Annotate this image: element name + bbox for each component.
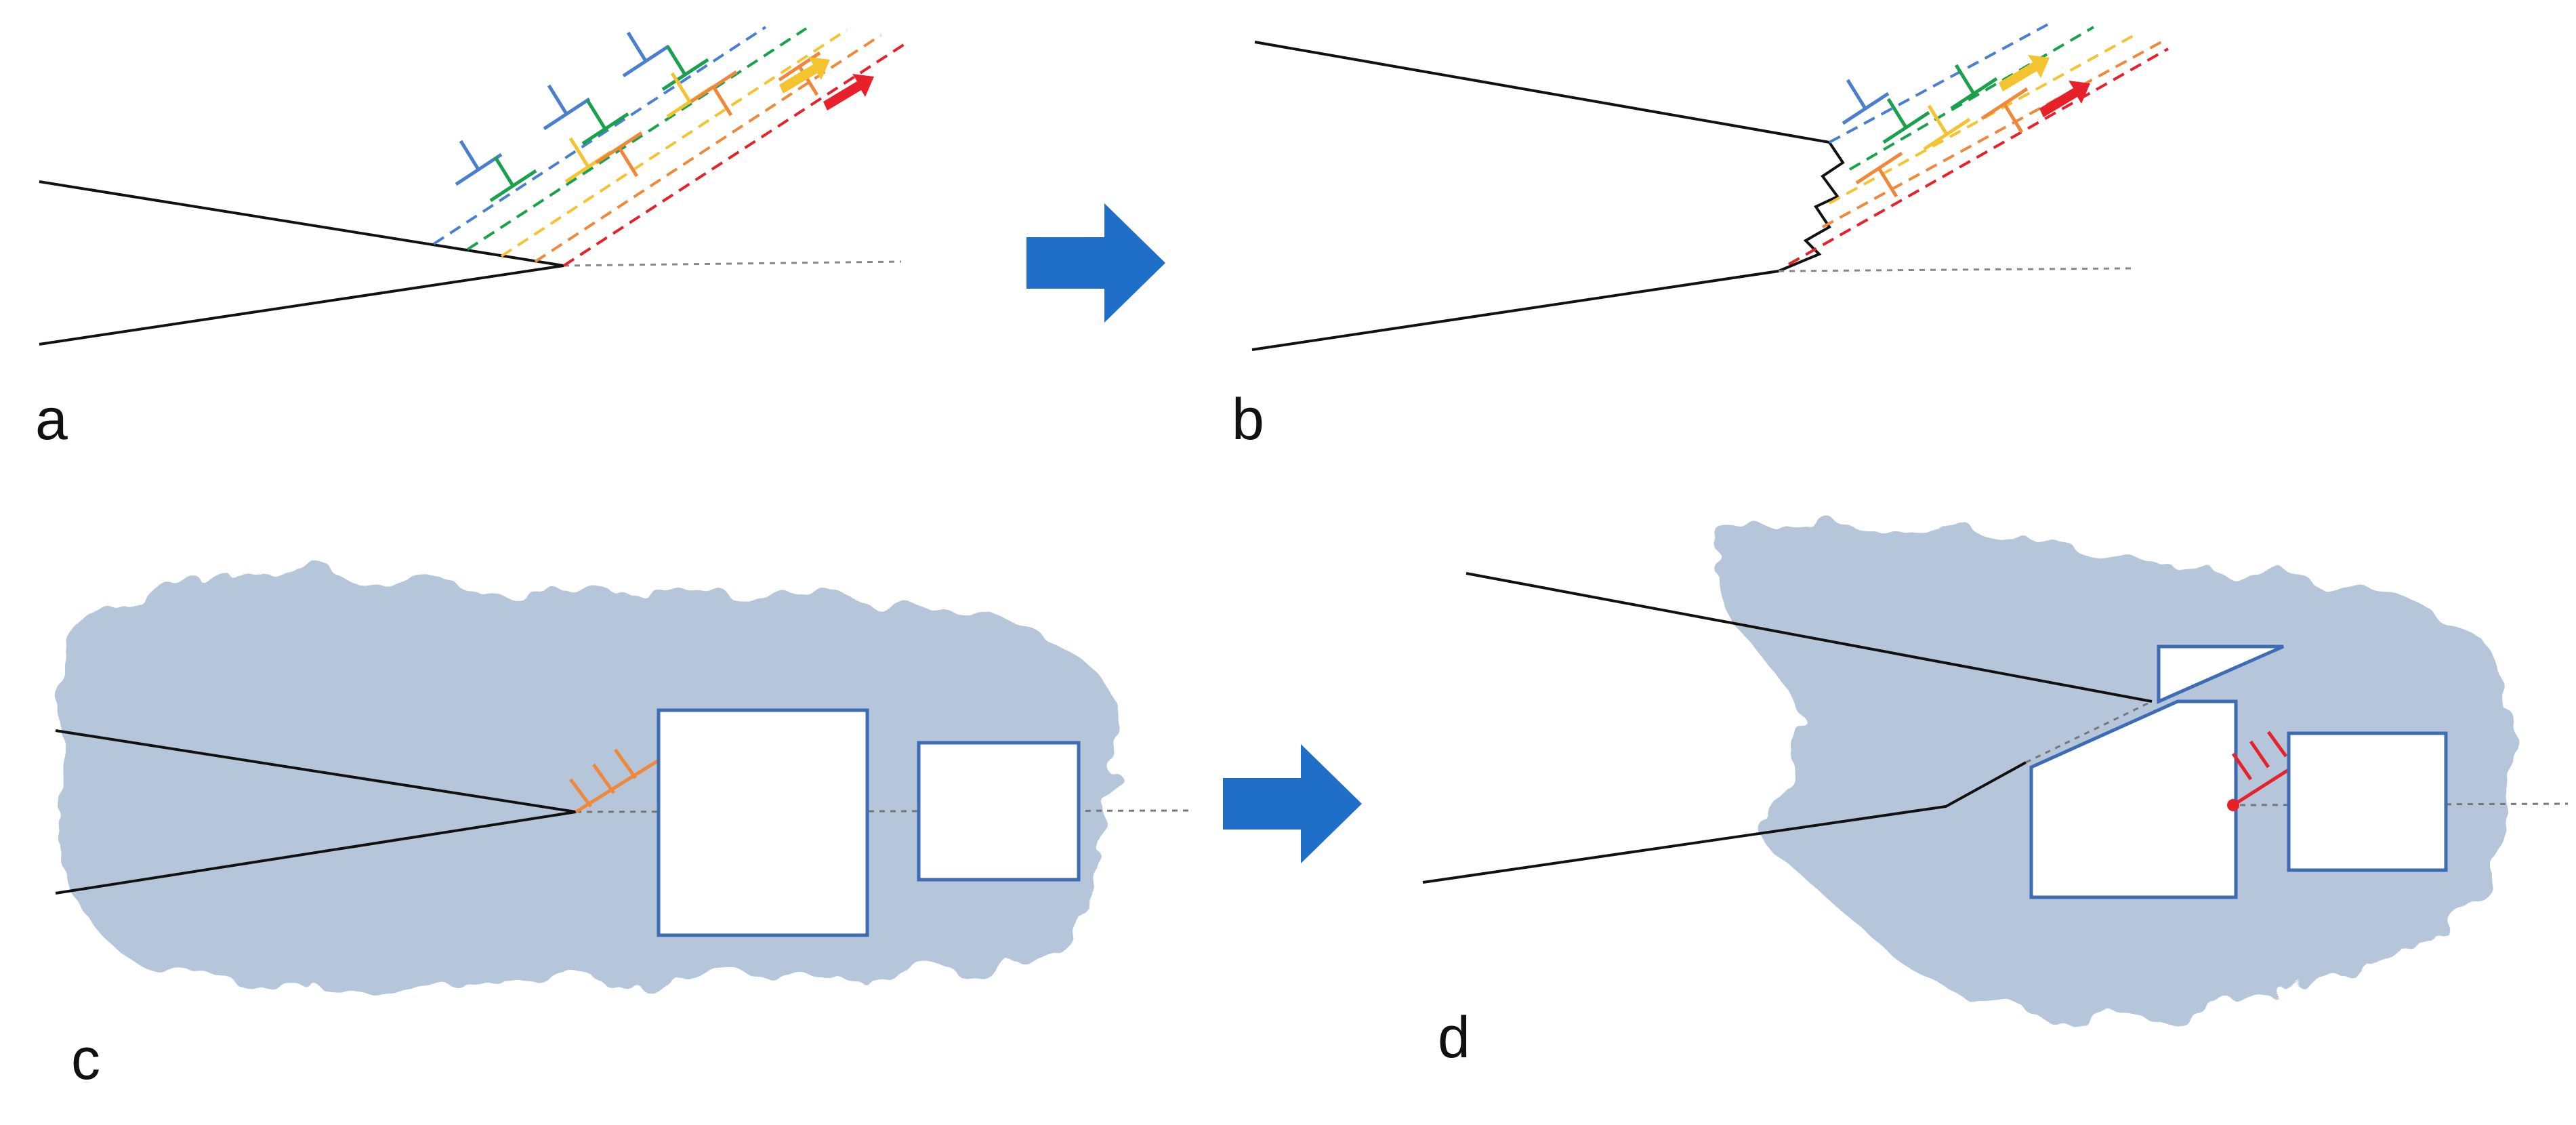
dislocation-symbols-b [1842,64,2029,198]
crack-tip-wedge [39,180,564,346]
dislocation-planes-a [432,26,909,267]
blunted-crack-wedge [1251,41,1845,351]
glide-arrows-a [779,57,874,110]
panel-d: d [1422,528,2569,1070]
dislocation-symbols-a [455,31,821,203]
panel-a: a [35,26,909,452]
crack-path-dotted-b [1778,267,2132,272]
red-arrow-b [2039,81,2090,117]
dislocation-source-d [2227,799,2239,811]
panel-b: b [1232,20,2169,452]
obstacle-small-d [2287,731,2448,872]
transition-arrow-cd [1223,744,1362,863]
panel-label-c: c [71,1027,100,1092]
panel-label-a: a [35,387,68,452]
obstacle-small-c [917,741,1081,882]
yellow-arrow-b [1999,55,2050,91]
slip-step-triangle-d [2157,645,2285,704]
crack-wedge-d [1422,572,2153,884]
dislocation-planes-b [1788,20,2169,266]
panel-label-d: d [1438,1005,1470,1070]
crack-wedge-c [55,729,577,895]
yellow-arrow-a [779,57,830,94]
panel-label-b: b [1232,387,1264,452]
transition-arrow-ab [1026,203,1165,323]
panel-c: c [55,572,1193,1092]
glide-arrows-b [1999,55,2090,117]
crack-path-ahead-d [2228,802,2569,806]
dislocations-c [569,748,662,814]
obstacle-large-c [657,708,869,937]
crack-path-dotted-d [2025,700,2153,764]
red-arrow-a [823,74,874,110]
dislocations-d [2231,731,2298,807]
sheared-obstacle-d [2029,699,2238,899]
crack-path-dotted [563,260,902,267]
